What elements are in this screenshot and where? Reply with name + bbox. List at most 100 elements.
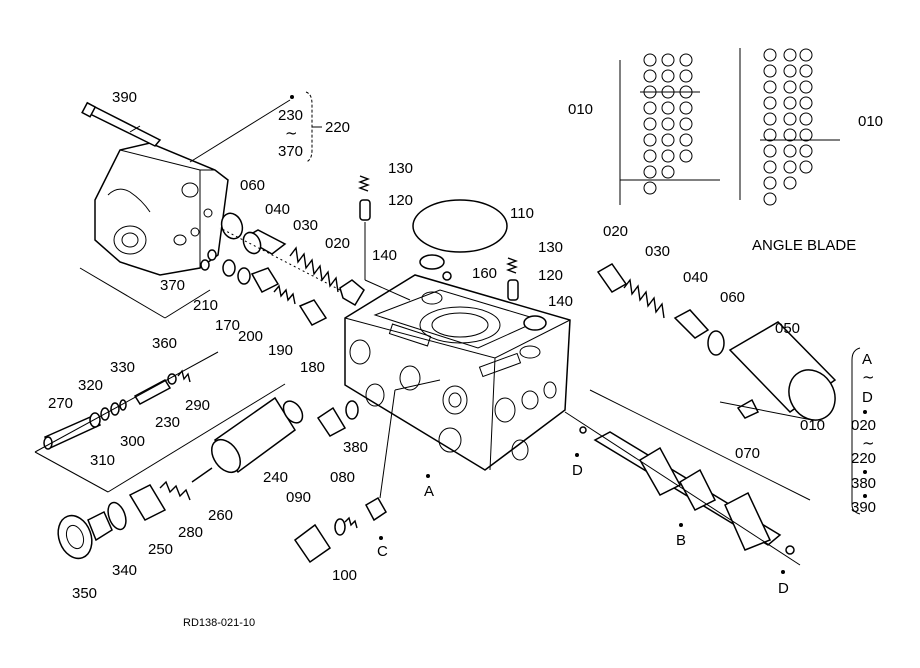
spring-280 xyxy=(159,480,191,501)
inset-circle xyxy=(679,85,693,99)
label-group-to: 370 xyxy=(278,143,303,160)
inset-circle xyxy=(799,64,813,78)
inset-circle xyxy=(679,69,693,83)
label-060-left: 060 xyxy=(240,177,265,194)
cap-020-left xyxy=(339,279,365,307)
housing-240 xyxy=(210,396,304,474)
inset-circle xyxy=(799,112,813,126)
group-right-d: D xyxy=(862,389,873,406)
inset-circle xyxy=(799,48,813,62)
inset-circle xyxy=(799,96,813,110)
group-right-tilde1: ~ xyxy=(862,368,875,386)
label-040-left: 040 xyxy=(265,201,290,218)
plug-350 xyxy=(57,510,113,560)
label-030-right: 030 xyxy=(645,243,670,260)
label-330: 330 xyxy=(110,359,135,376)
label-120-b: 120 xyxy=(538,267,563,284)
ring-060 xyxy=(220,212,244,240)
label-270: 270 xyxy=(48,395,73,412)
inset-circle xyxy=(763,160,777,174)
label-group-tilde: ~ xyxy=(285,124,298,142)
valve-body xyxy=(344,274,571,471)
label-210: 210 xyxy=(193,297,218,314)
point-C: C xyxy=(377,543,388,560)
ring-340 xyxy=(107,501,127,531)
label-080: 080 xyxy=(330,469,355,486)
group-right-a: A xyxy=(862,351,872,368)
pin-120-130-b xyxy=(506,257,519,301)
inset-circle xyxy=(643,69,657,83)
inset-circle xyxy=(783,96,797,110)
inset-circle xyxy=(783,176,797,190)
inset-circle xyxy=(783,128,797,142)
inset-circle xyxy=(661,85,675,99)
label-group-parent: 220 xyxy=(325,119,350,136)
inset-010-left xyxy=(619,60,720,205)
inset-circle xyxy=(643,133,657,147)
label-360: 360 xyxy=(152,335,177,352)
point-A: A xyxy=(424,483,434,500)
inset-circle xyxy=(661,133,675,147)
inset-circle xyxy=(643,101,657,115)
label-010-inset-left: 010 xyxy=(568,101,593,118)
label-300: 300 xyxy=(120,433,145,450)
plug-380 xyxy=(316,400,359,437)
inset-circle xyxy=(763,64,777,78)
label-020-left: 020 xyxy=(325,235,350,252)
label-140-b: 140 xyxy=(548,293,573,310)
group-right-b1: 020 xyxy=(851,417,876,434)
inset-circle xyxy=(783,160,797,174)
inset-circle xyxy=(763,128,777,142)
label-010-main: 010 xyxy=(800,417,825,434)
group-right-b2: 220 xyxy=(851,450,876,467)
inset-circle xyxy=(643,53,657,67)
inset-circle xyxy=(763,176,777,190)
inset-circle xyxy=(643,85,657,99)
label-130-b: 130 xyxy=(538,239,563,256)
inset-circle xyxy=(763,192,777,206)
label-180: 180 xyxy=(300,359,325,376)
bolt-390 xyxy=(81,101,162,147)
plug-090 xyxy=(293,496,387,564)
inset-circle xyxy=(679,117,693,131)
label-100: 100 xyxy=(332,567,357,584)
label-320: 320 xyxy=(78,377,103,394)
label-260: 260 xyxy=(208,507,233,524)
label-030-left: 030 xyxy=(293,217,318,234)
inset-circle xyxy=(763,96,777,110)
inset-circle xyxy=(661,69,675,83)
cover-block-220 xyxy=(94,142,229,276)
label-350: 350 xyxy=(72,585,97,602)
label-190: 190 xyxy=(268,342,293,359)
inset-circle xyxy=(661,149,675,163)
pin-260 xyxy=(191,467,213,483)
label-130-a: 130 xyxy=(388,160,413,177)
spool-right xyxy=(579,426,795,555)
inset-circle xyxy=(783,48,797,62)
pin-120-130-a xyxy=(358,175,411,301)
inset-circle xyxy=(799,80,813,94)
group-right-tilde2: ~ xyxy=(862,434,875,452)
inset-circle xyxy=(643,149,657,163)
label-240: 240 xyxy=(263,469,288,486)
small-rings xyxy=(200,249,328,326)
inset-circle xyxy=(679,149,693,163)
label-170: 170 xyxy=(215,317,240,334)
label-390: 390 xyxy=(112,89,137,106)
group-right-b3: 380 xyxy=(851,475,876,492)
inset-circle xyxy=(661,53,675,67)
label-070: 070 xyxy=(735,445,760,462)
spring-030-left xyxy=(289,246,339,293)
label-010-inset-right: 010 xyxy=(858,113,883,130)
inset-circle xyxy=(783,144,797,158)
label-120-a: 120 xyxy=(388,192,413,209)
label-230: 230 xyxy=(155,414,180,431)
label-090: 090 xyxy=(286,489,311,506)
inset-circle xyxy=(679,53,693,67)
inset-circle xyxy=(643,165,657,179)
oring-140-a xyxy=(419,254,445,270)
inset-circle xyxy=(661,165,675,179)
plug-040-left xyxy=(242,229,287,255)
point-B: B xyxy=(676,532,686,549)
